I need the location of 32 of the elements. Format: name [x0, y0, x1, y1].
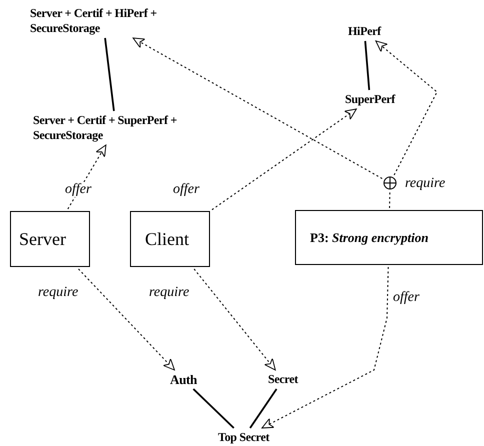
component-box	[295, 210, 483, 265]
refinement-line	[364, 40, 370, 90]
dependency-line	[389, 192, 390, 208]
feature-label: Top Secret	[218, 430, 270, 445]
dependency-arrow	[78, 268, 175, 370]
feature-label: Server + Certif + HiPerf + SecureStorage	[30, 6, 176, 36]
edge-label: require	[148, 285, 190, 300]
refinement-line	[104, 38, 115, 112]
xor-symbol	[383, 176, 397, 190]
edge-label: offer	[392, 290, 420, 305]
component-title: Server	[19, 228, 66, 250]
component-title: Client	[145, 228, 189, 250]
refinement-line	[249, 388, 278, 428]
dependency-arrow	[212, 108, 357, 210]
feature-label: SuperPerf	[345, 92, 395, 107]
dependency-arrow	[194, 268, 276, 370]
component-box	[10, 211, 90, 267]
edge-label: require	[37, 285, 80, 300]
dependency-arrow	[375, 40, 438, 176]
dependency-arrow	[132, 38, 383, 180]
component-box	[130, 211, 210, 267]
feature-label: Secret	[268, 372, 298, 387]
dependency-arrow	[262, 266, 389, 428]
edge-label: offer	[64, 182, 92, 197]
feature-label: Server + Certif + SuperPerf + SecureStorage	[33, 113, 199, 143]
refinement-line	[192, 388, 234, 429]
component-title: P3: Strong encryption	[310, 230, 428, 246]
edge-label: require	[404, 176, 446, 191]
dependency-arrow	[67, 144, 106, 210]
feature-label: Auth	[170, 372, 197, 387]
edge-label: offer	[172, 182, 200, 197]
feature-label: HiPerf	[348, 24, 381, 39]
